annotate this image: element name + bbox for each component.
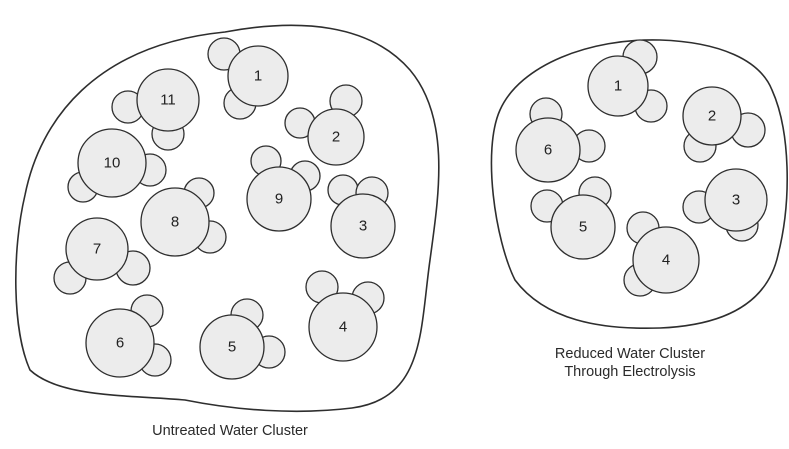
untreated-cluster-caption: Untreated Water Cluster xyxy=(152,423,308,439)
molecule-number-label: 8 xyxy=(171,214,179,231)
molecule-number-label: 5 xyxy=(579,219,587,236)
untreated-molecule-2: 2 xyxy=(284,84,365,166)
molecule-number-label: 5 xyxy=(228,339,236,356)
oxygen-atom xyxy=(136,68,200,132)
molecule-number-label: 4 xyxy=(662,252,670,269)
untreated-molecule-7: 7 xyxy=(53,217,151,295)
untreated-molecule-3: 3 xyxy=(327,174,396,259)
reduced-molecule-5: 5 xyxy=(530,176,616,260)
molecule-number-label: 2 xyxy=(332,129,340,146)
untreated-molecule-11: 11 xyxy=(111,68,200,151)
oxygen-atom xyxy=(77,128,147,198)
molecule-number-label: 1 xyxy=(254,68,262,85)
oxygen-atom xyxy=(199,314,265,380)
reduced-molecule-1: 1 xyxy=(587,39,668,123)
oxygen-atom xyxy=(85,308,155,378)
untreated-molecule-6: 6 xyxy=(85,294,172,378)
untreated-molecule-1: 1 xyxy=(207,37,289,120)
oxygen-atom xyxy=(550,194,616,260)
molecule-number-label: 6 xyxy=(116,335,124,352)
oxygen-atom xyxy=(587,55,649,117)
reduced-molecule-6: 6 xyxy=(515,97,606,183)
untreated-molecule-4: 4 xyxy=(305,270,385,362)
oxygen-atom xyxy=(682,86,742,146)
reduced-caption-line-1: Reduced Water Cluster xyxy=(554,346,706,362)
untreated-molecule-5: 5 xyxy=(199,298,286,380)
reduced-molecule-4: 4 xyxy=(623,211,700,297)
oxygen-atom xyxy=(307,108,365,166)
oxygen-atom xyxy=(246,166,312,232)
molecule-number-label: 3 xyxy=(732,192,740,209)
oxygen-atom xyxy=(330,193,396,259)
molecule-number-label: 6 xyxy=(544,142,552,159)
untreated-molecule-9: 9 xyxy=(246,145,321,232)
molecule-number-label: 4 xyxy=(339,319,347,336)
molecule-number-label: 10 xyxy=(104,155,121,172)
oxygen-atom xyxy=(227,45,289,107)
untreated-molecule-10: 10 xyxy=(67,128,167,203)
oxygen-atom xyxy=(632,226,700,294)
oxygen-atom xyxy=(65,217,129,281)
oxygen-atom xyxy=(140,187,210,257)
oxygen-atom xyxy=(308,292,378,362)
molecule-number-label: 11 xyxy=(160,92,176,109)
reduced-molecule-3: 3 xyxy=(682,168,768,242)
reduced-cluster-caption: Reduced Water Cluster Through Electrolys… xyxy=(470,345,789,381)
molecule-number-label: 7 xyxy=(93,241,101,258)
oxygen-atom xyxy=(515,117,581,183)
molecule-number-label: 9 xyxy=(275,191,283,208)
molecule-number-label: 3 xyxy=(359,218,367,235)
molecule-number-label: 1 xyxy=(614,78,622,95)
reduced-molecule-2: 2 xyxy=(682,86,766,163)
oxygen-atom xyxy=(704,168,768,232)
reduced-caption-line-2: Through Electrolysis xyxy=(564,364,696,380)
molecule-number-label: 2 xyxy=(708,108,716,125)
untreated-molecule-8: 8 xyxy=(140,177,227,257)
